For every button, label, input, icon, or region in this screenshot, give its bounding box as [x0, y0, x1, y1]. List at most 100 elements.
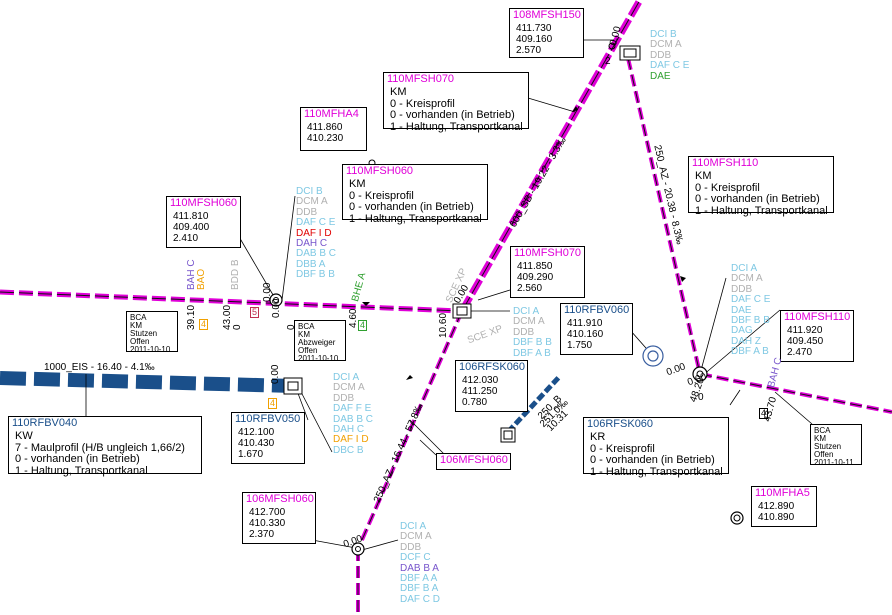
- pipe-storm-short[interactable]: [506, 374, 562, 434]
- note-line: Offen: [298, 346, 318, 355]
- label-110mfsh070[interactable]: 110MFSH070 411.850 409.290 2.560: [510, 246, 585, 298]
- code-item: DBF A B: [513, 347, 551, 359]
- note-bca-3[interactable]: BCA KM Stutzen Offen 2011-10-11: [810, 424, 862, 467]
- label-line: KM: [695, 170, 712, 182]
- code-item: DAF C E: [296, 217, 336, 229]
- label-110mfsh060[interactable]: 110MFSH060 411.810 409.400 2.410: [166, 196, 241, 248]
- note-line: Offen: [130, 337, 150, 346]
- count-label: 2: [605, 56, 611, 67]
- label-106rfsk060[interactable]: 106RFSK060 412.030 411.250 0.780: [455, 360, 528, 412]
- code-item: DAH C: [296, 238, 328, 250]
- label-line: 410.430: [238, 438, 275, 449]
- note-line: KM: [298, 330, 310, 339]
- pipe-250-az-right[interactable]: [626, 57, 702, 375]
- label-110mfha5[interactable]: 110MFHA5 412.890 410.890: [751, 486, 817, 527]
- code-item: DAE: [650, 70, 671, 82]
- label-line: 0 - Kreisprofil: [349, 189, 414, 202]
- note-line: BCA: [814, 426, 831, 435]
- code-item: DAF C E: [731, 294, 771, 306]
- label-110rfbv050[interactable]: 110RFBV050 412.100 410.430 1.670: [231, 412, 305, 464]
- label-line: 7 - Maulprofil (H/B ungleich 1,66/2): [15, 441, 185, 454]
- label-id: 108MFSH150: [513, 9, 581, 21]
- code-item: DAF I D: [296, 227, 332, 239]
- label-id: 106MFSH060: [440, 454, 508, 466]
- label-line: 1 - Haltung, Transportkanal: [349, 212, 482, 225]
- code-bdd-b: BDD B: [230, 259, 241, 290]
- manhole-node-rfsk060[interactable]: [500, 427, 516, 443]
- code-list-mfsh110: DCI A DCM A DDB DAF C E DAE DBF B B DAG …: [731, 263, 771, 358]
- label-line: 0 - vorhanden (in Betrieb): [590, 454, 715, 466]
- label-line: 1 - Haltung, Transportkanal: [695, 204, 828, 217]
- label-line: 411.850: [517, 261, 553, 272]
- manhole-node-rfbv060[interactable]: [642, 345, 664, 367]
- code-item: DDB: [513, 326, 535, 338]
- code-item: DCI A: [400, 521, 427, 532]
- label-id: 110MFSH070: [387, 73, 455, 85]
- code-item: DDB: [296, 206, 318, 218]
- station-label: 4.60: [348, 308, 359, 328]
- label-line: 1 - Haltung, Transportkanal: [590, 465, 723, 478]
- note-bca-2[interactable]: BCA KM Abzweiger Offen 2011-10-10: [294, 320, 346, 363]
- manhole-node-rfbv050[interactable]: [283, 377, 303, 395]
- code-item: DDB: [333, 392, 355, 404]
- label-line: 410.230: [307, 133, 344, 144]
- label-line: 410.890: [758, 512, 795, 523]
- pipe-250-az-lower[interactable]: [356, 310, 464, 550]
- label-106mfsh060-ref[interactable]: 106MFSH060: [436, 453, 511, 470]
- note-line: BCA: [298, 322, 315, 331]
- label-line: KM: [349, 178, 366, 190]
- label-110mfsh060-desc[interactable]: 110MFSH060 KM 0 - Kreisprofil 0 - vorhan…: [342, 164, 488, 224]
- label-id: 110MFSH060: [346, 165, 414, 177]
- label-line: 0 - vorhanden (in Betrieb): [390, 109, 515, 121]
- code-item: DAB B A: [400, 562, 439, 574]
- label-110rfbv040-desc[interactable]: 110RFBV040 KW 7 - Maulprofil (H/B unglei…: [8, 416, 202, 476]
- code-item: DCM A: [650, 39, 682, 51]
- code-item: DBB A: [296, 258, 326, 270]
- label-line: 412.030: [462, 375, 499, 386]
- manhole-node-mfsh150[interactable]: [608, 42, 641, 61]
- marker-4-orange: 4: [268, 398, 278, 409]
- label-line: 411.910: [567, 318, 603, 329]
- code-item: DAF F E: [333, 403, 372, 415]
- code-item: DAE: [731, 304, 752, 316]
- pipe-main-horizontal[interactable]: [0, 289, 461, 314]
- code-item: DCI B: [650, 29, 677, 40]
- manhole-node-mfsh110[interactable]: [692, 366, 708, 382]
- label-106mfsh060[interactable]: 106MFSH060 412.700 410.330 2.370: [242, 492, 316, 544]
- label-106rfsk060-desc[interactable]: 106RFSK060 KR 0 - Kreisprofil 0 - vorhan…: [583, 417, 729, 477]
- manhole-node-mfha5[interactable]: [730, 511, 744, 525]
- label-110mfsh070-desc[interactable]: 110MFSH070 KM 0 - Kreisprofil 0 - vorhan…: [383, 72, 529, 132]
- code-item: DBF B B: [731, 315, 770, 327]
- label-line: 0.780: [462, 397, 488, 408]
- label-110mfha4[interactable]: 110MFHA4 411.860 410.230: [300, 107, 367, 151]
- manhole-node-mfsh070[interactable]: [452, 303, 472, 319]
- code-item: DAG: [731, 325, 753, 337]
- label-line: 2.470: [787, 347, 813, 358]
- label-line: 412.700: [249, 507, 286, 518]
- code-item: DBC B: [333, 444, 364, 456]
- manhole-node-mfsh060-bottom[interactable]: [351, 542, 365, 556]
- code-list-mfsh070: DCI A DCM A DDB DBF B B DBF A B: [513, 306, 552, 359]
- code-item: DAB B C: [296, 248, 337, 260]
- note-line: KM: [130, 321, 142, 330]
- label-108mfsh150[interactable]: 108MFSH150 411.730 409.160 2.570: [509, 8, 584, 58]
- label-line: 1.670: [238, 449, 264, 460]
- manhole-node-mfsh060[interactable]: [269, 293, 283, 307]
- note-bca-1[interactable]: BCA KM Stutzen Offen 2011-10-10: [126, 311, 178, 354]
- label-line: 410.330: [249, 518, 286, 529]
- code-list-mfsh150: DCI B DCM A DDB DAF C E DAE: [650, 29, 689, 82]
- pipe-storm-eis[interactable]: [0, 371, 294, 393]
- label-id: 110MFSH110: [784, 311, 851, 323]
- label-id: 106MFSH060: [246, 493, 314, 505]
- label-110mfsh110[interactable]: 110MFSH110 411.920 409.450 2.470: [780, 310, 854, 362]
- label-line: 2.570: [516, 45, 542, 56]
- label-110rfbv060[interactable]: 110RFBV060 411.910 410.160 1.750: [560, 303, 633, 355]
- label-line: 409.290: [517, 272, 554, 283]
- pipe-right-horizontal[interactable]: [699, 372, 892, 414]
- code-item: DBF B B: [296, 269, 335, 281]
- label-110mfsh110-desc[interactable]: 110MFSH110 KM 0 - Kreisprofil 0 - vorhan…: [688, 156, 834, 216]
- note-line: 2011-10-10: [130, 345, 171, 354]
- flow-arrows: [362, 106, 686, 380]
- label-line: KR: [590, 431, 606, 443]
